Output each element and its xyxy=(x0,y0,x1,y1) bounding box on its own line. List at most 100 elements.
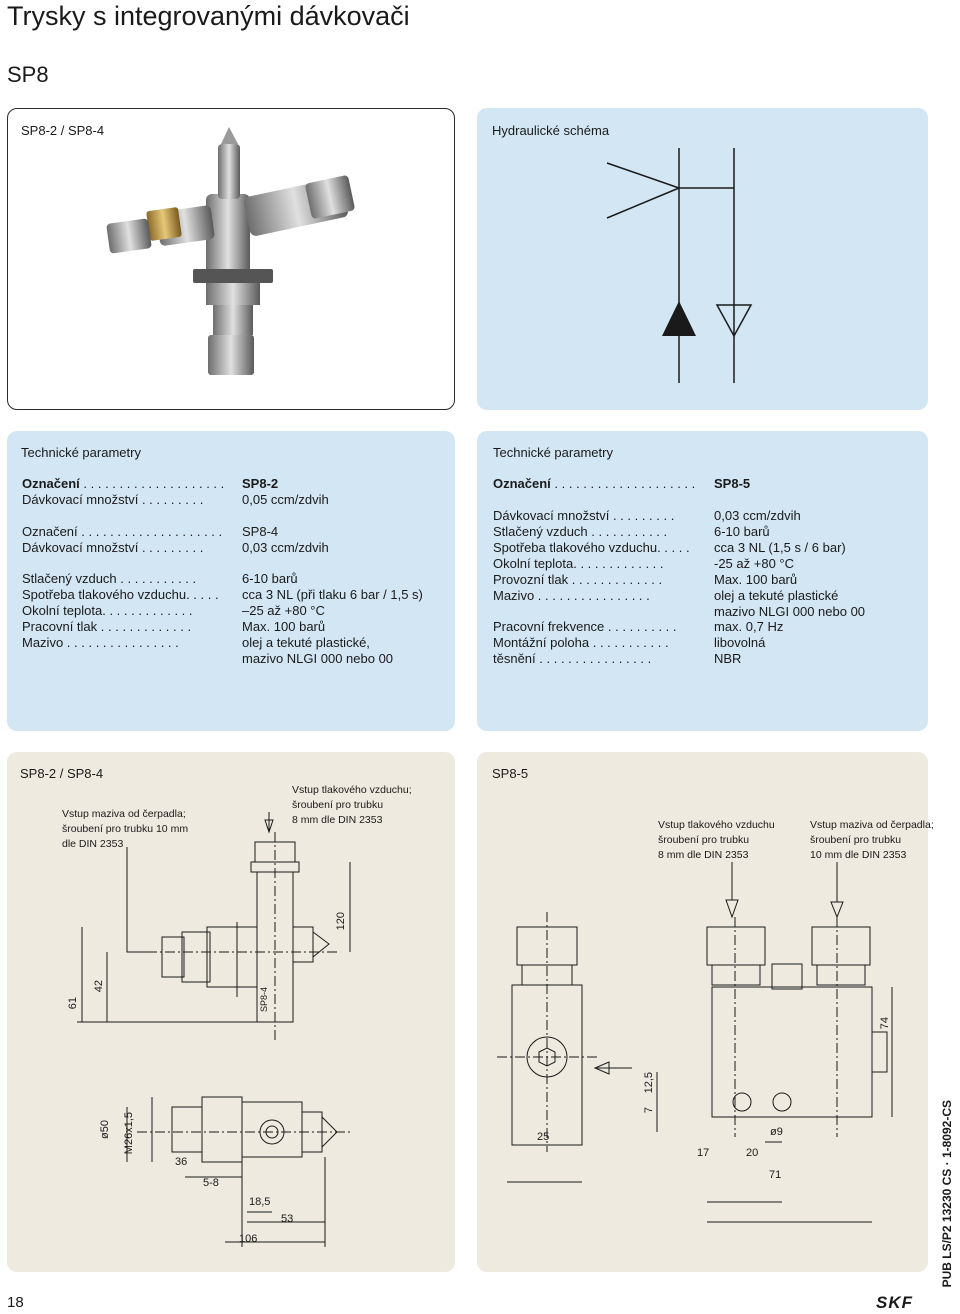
param-dots: . . . . . . . . . . . . . . . . xyxy=(534,588,654,603)
drawing-right-panel: SP8-5 Vstup tlakového vzduchu šroubení p… xyxy=(477,752,934,1272)
drawing-left-note-lube: Vstup maziva od čerpadla; šroubení pro t… xyxy=(62,808,189,850)
param-label: Označení xyxy=(22,524,78,539)
param-value: -25 až +80 °C xyxy=(714,556,794,571)
param-row: Mazivo . . . . . . . . . . . . . . . . xyxy=(493,588,653,604)
param-value: cca 3 NL (1,5 s / 6 bar) xyxy=(714,540,846,555)
dim-71: 71 xyxy=(769,1169,782,1181)
param-row: Montážní poloha . . . . . . . . . . . xyxy=(493,635,672,651)
param-label: Dávkovací množství xyxy=(493,508,610,523)
param-row: Dávkovací množství . . . . . . . . . xyxy=(22,540,207,556)
drawing-right-title: SP8-5 xyxy=(492,766,529,781)
hydraulic-panel: Hydraulické schéma xyxy=(477,108,928,410)
param-row: Okolní teplota. . . . . . . . . . . . . xyxy=(22,603,196,619)
param-label: Dávkovací množství xyxy=(22,540,139,555)
dim-20: 20 xyxy=(746,1147,759,1159)
param-value: Max. 100 barů xyxy=(714,572,798,587)
param-row: Dávkovací množství . . . . . . . . . xyxy=(493,508,678,524)
param-label: Pracovní frekvence xyxy=(493,619,605,634)
param-row: Dávkovací množství . . . . . . . . . xyxy=(22,492,207,508)
dim-106: 106 xyxy=(239,1233,258,1245)
dim-m26: M26x1,5 xyxy=(123,1112,135,1155)
param-label: Stlačený vzduch xyxy=(493,524,588,539)
param-dots: . . . . . . . . . . xyxy=(604,619,681,634)
param-label: Mazivo xyxy=(493,588,535,603)
param-label: Spotřeba tlakového vzduchu xyxy=(22,587,187,602)
param-value: libovolná xyxy=(714,635,766,650)
param-dots: . . . . . xyxy=(186,587,223,602)
dim-74: 74 xyxy=(879,1017,891,1030)
dim-18-5: 18,5 xyxy=(249,1196,271,1208)
hydraulic-panel-title: Hydraulické schéma xyxy=(492,123,610,138)
drawing-left-note-air: Vstup tlakového vzduchu; šroubení pro tr… xyxy=(292,784,412,826)
drawing-right-svg xyxy=(497,862,893,1223)
param-label: Označení xyxy=(493,476,551,491)
param-value: 0,03 ccm/zdvih xyxy=(242,540,329,555)
param-label: Dávkovací množství xyxy=(22,492,139,507)
page-title: Trysky s integrovanými dávkovači xyxy=(7,1,410,31)
tech-params-left-title: Technické parametry xyxy=(21,445,141,460)
param-value: cca 3 NL (při tlaku 6 bar / 1,5 s) xyxy=(242,587,423,602)
param-label: Okolní teplota xyxy=(493,556,574,571)
param-row: Stlačený vzduch . . . . . . . . . . . xyxy=(493,524,671,540)
dim-120: 120 xyxy=(335,912,347,931)
param-value: olej a tekuté plastické xyxy=(714,588,839,603)
param-dots: . . . . . . . . . . . xyxy=(116,571,200,586)
param-value: 6-10 barů xyxy=(714,524,770,539)
param-row: těsnění . . . . . . . . . . . . . . . . xyxy=(493,651,655,667)
param-label: Stlačený vzduch xyxy=(22,571,117,586)
param-dots: . . . . . . . . . . . . . . . . . . . . xyxy=(77,524,226,539)
param-row: Pracovní frekvence . . . . . . . . . . xyxy=(493,619,680,635)
dim-dia9: ø9 xyxy=(770,1126,783,1138)
param-dots: . . . . . . . . . xyxy=(138,492,207,507)
dim-25: 25 xyxy=(537,1131,550,1143)
param-row: Označení . . . . . . . . . . . . . . . .… xyxy=(22,476,228,492)
hydraulic-schematic xyxy=(606,148,753,383)
param-value: 6-10 barů xyxy=(242,571,298,586)
dim-36: 36 xyxy=(175,1156,188,1168)
dim-12-5: 12,5 xyxy=(643,1072,655,1094)
param-value: SP8-4 xyxy=(242,524,279,539)
dim-61: 61 xyxy=(67,997,79,1010)
product-panel-title: SP8-2 / SP8-4 xyxy=(21,123,105,138)
param-value: SP8-2 xyxy=(242,476,279,491)
param-value: NBR xyxy=(714,651,742,666)
brand-logo: SKF xyxy=(876,1293,913,1312)
param-label: Spotřeba tlakového vzduchu xyxy=(493,540,658,555)
dim-dia50: ø50 xyxy=(99,1120,111,1139)
product-panel: SP8-2 / SP8-4 xyxy=(7,108,455,410)
param-label: Okolní teplota xyxy=(22,603,103,618)
tech-params-right-title: Technické parametry xyxy=(493,445,613,460)
tech-params-left: Technické parametry Označení . . . . . .… xyxy=(7,431,455,731)
param-value: –25 až +80 °C xyxy=(242,603,325,618)
param-dots: . . . . . . . . . . . . . xyxy=(568,572,666,587)
param-row: Pracovní tlak . . . . . . . . . . . . . xyxy=(22,619,195,635)
param-dots: . . . . . . . . . . . . . . . . . . . . xyxy=(550,476,699,491)
dim-17: 17 xyxy=(697,1147,710,1159)
param-label: Pracovní tlak xyxy=(22,619,98,634)
param-dots: . . . . . xyxy=(657,540,694,555)
tech-params-right: Technické parametry Označení . . . . . .… xyxy=(477,431,928,731)
product-image xyxy=(106,127,355,375)
param-label: Montážní poloha xyxy=(493,635,590,650)
drawing-left-svg xyxy=(77,812,352,1247)
param-label: Provozní tlak xyxy=(493,572,569,587)
dim-53: 53 xyxy=(281,1213,294,1225)
param-row: Spotřeba tlakového vzduchu. . . . . xyxy=(493,540,693,556)
param-label: Mazivo xyxy=(22,635,64,650)
param-dots: . . . . . . . . . . . . . . . . . . . . xyxy=(79,476,228,491)
drawing-right-note-air: Vstup tlakového vzduchu šroubení pro tru… xyxy=(658,819,775,861)
dim-7: 7 xyxy=(643,1107,655,1114)
param-label: těsnění xyxy=(493,651,536,666)
param-value: max. 0,7 Hz xyxy=(714,619,784,634)
drawing-right-note-lube: Vstup maziva od čerpadla; šroubení pro t… xyxy=(810,819,934,861)
dim-5-8: 5-8 xyxy=(203,1177,219,1189)
page-number: 18 xyxy=(7,1294,24,1311)
param-dots: . . . . . . . . . . . . . xyxy=(573,556,668,571)
param-value: Max. 100 barů xyxy=(242,619,326,634)
param-label: Označení xyxy=(22,476,80,491)
param-value: mazivo NLGI 000 nebo 00 xyxy=(714,604,866,619)
param-value: 0,05 ccm/zdvih xyxy=(242,492,329,507)
param-value: olej a tekuté plastické, xyxy=(242,635,370,650)
param-row: Označení . . . . . . . . . . . . . . . .… xyxy=(22,524,226,540)
param-dots: . . . . . . . . . . . . . . . . xyxy=(63,635,183,650)
